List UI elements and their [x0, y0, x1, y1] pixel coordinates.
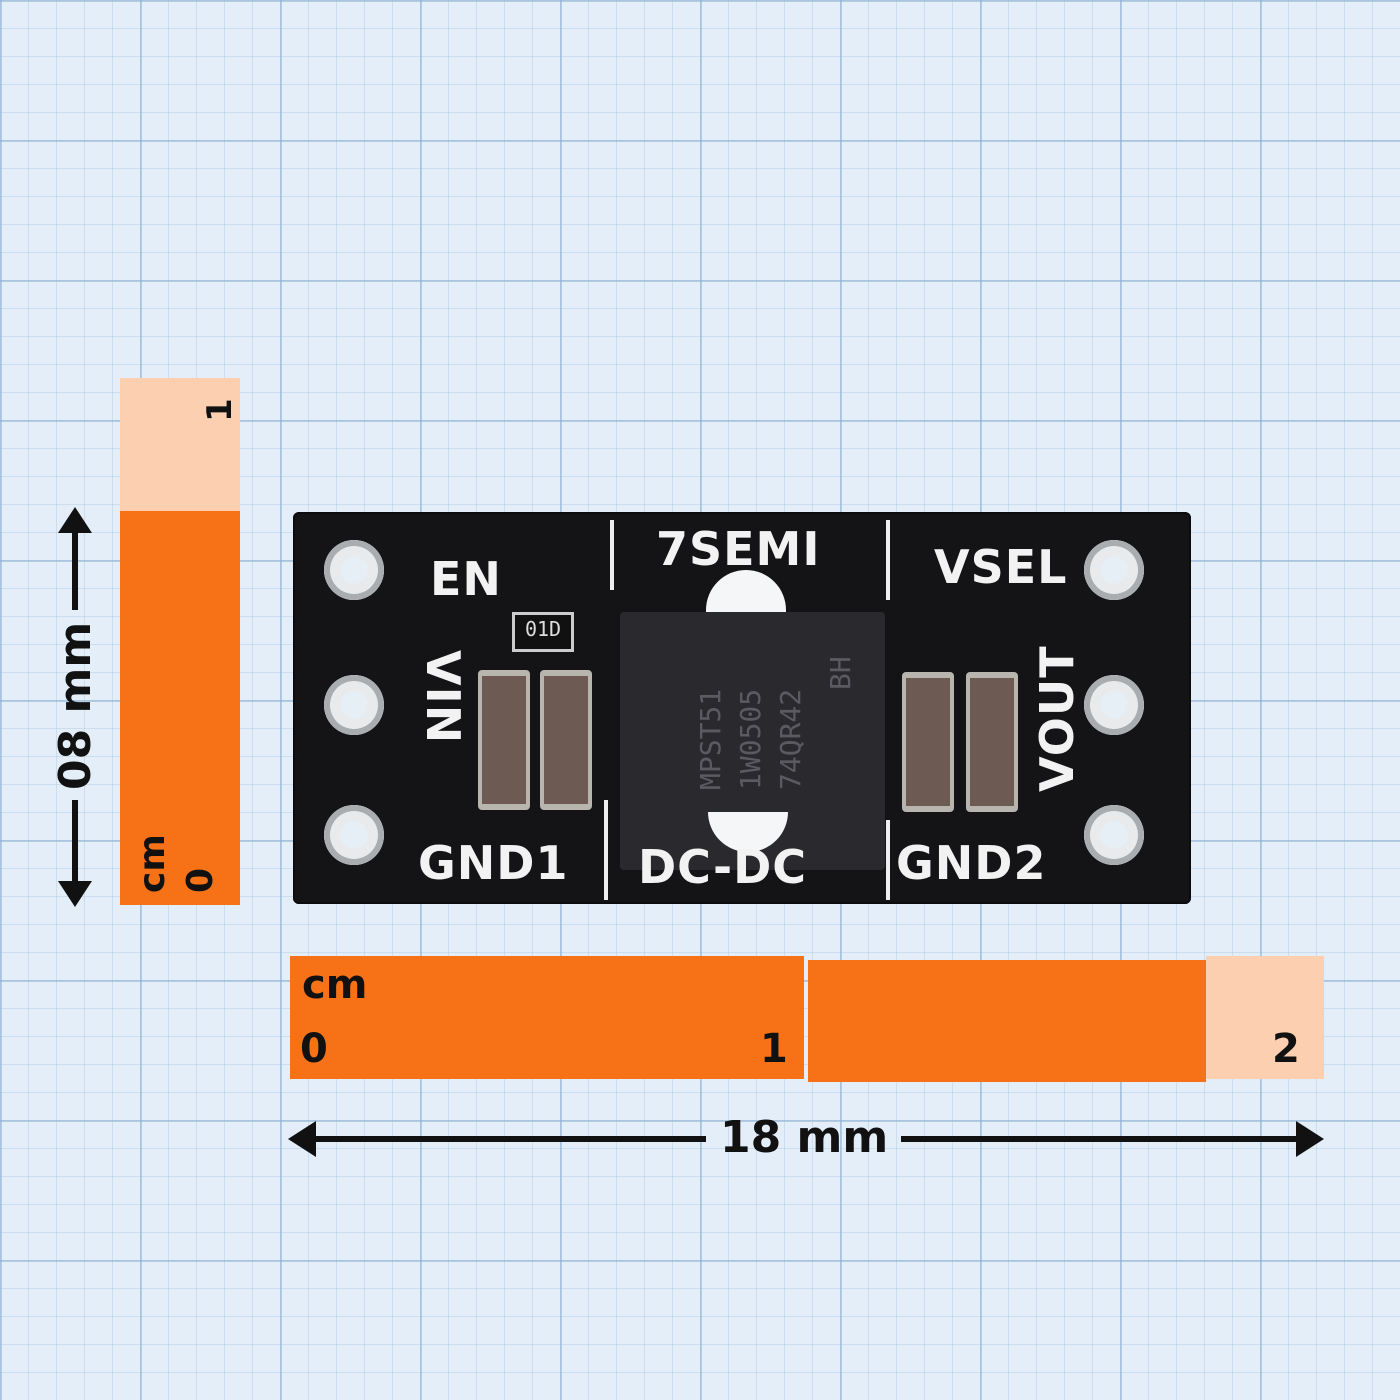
pad-vsel: [1084, 540, 1144, 600]
capacitor-2: [540, 670, 592, 810]
height-dimension-label: 08 mm: [50, 621, 101, 790]
horizontal-dimension-arrow: [288, 1121, 1324, 1157]
horizontal-ruler-start-label: 0: [300, 1026, 328, 1072]
horizontal-ruler-dark-segment-2: [808, 960, 1206, 1082]
capacitor-3: [902, 672, 954, 812]
horizontal-ruler-dark-segment-1: [290, 956, 804, 1079]
pad-en: [324, 540, 384, 600]
vertical-ruler-start-label: 0: [180, 867, 221, 893]
vertical-ruler-unit-label: cm: [132, 834, 173, 893]
pin-label-en: EN: [430, 552, 502, 606]
vertical-ruler-dark-segment: [120, 511, 240, 905]
pad-vin: [324, 675, 384, 735]
vertical-ruler-end-label: 1: [200, 398, 240, 422]
chip-marking-line-3: 74QR42: [774, 688, 807, 790]
capacitor-1: [478, 670, 530, 810]
width-dimension-label: 18 mm: [720, 1112, 889, 1163]
capacitor-4: [966, 672, 1018, 812]
pcb-divider-right-bottom: [886, 820, 890, 900]
horizontal-ruler-mid-label: 1: [760, 1026, 788, 1072]
pin-label-vsel: VSEL: [934, 540, 1068, 594]
pin-label-gnd1: GND1: [418, 836, 569, 890]
pin-label-vout: VOUT: [1030, 645, 1084, 792]
chip-marking-line-4: BH: [824, 656, 857, 690]
pcb-type-label: DC-DC: [638, 840, 808, 894]
pad-gnd2: [1084, 805, 1144, 865]
pcb-divider-right-top: [886, 520, 890, 600]
pcb-brand-label: 7SEMI: [656, 522, 821, 576]
vertical-ruler-light-segment: [120, 378, 240, 511]
chip-marking-line-1: MPST51: [694, 688, 727, 790]
pad-gnd1: [324, 805, 384, 865]
resistor: 01D: [512, 612, 574, 652]
pad-vout: [1084, 675, 1144, 735]
vertical-dimension-arrow: [58, 507, 92, 907]
pcb-divider-left-top: [610, 520, 614, 590]
pin-label-vin: VIN: [416, 650, 470, 745]
horizontal-ruler-unit-label: cm: [302, 962, 368, 1008]
pcb-divider-left-bottom: [604, 800, 608, 900]
chip-marking-line-2: 1W0505: [734, 688, 767, 790]
horizontal-ruler-light-segment: [1206, 956, 1324, 1079]
horizontal-ruler-end-label: 2: [1272, 1026, 1300, 1072]
pin-label-gnd2: GND2: [896, 836, 1047, 890]
